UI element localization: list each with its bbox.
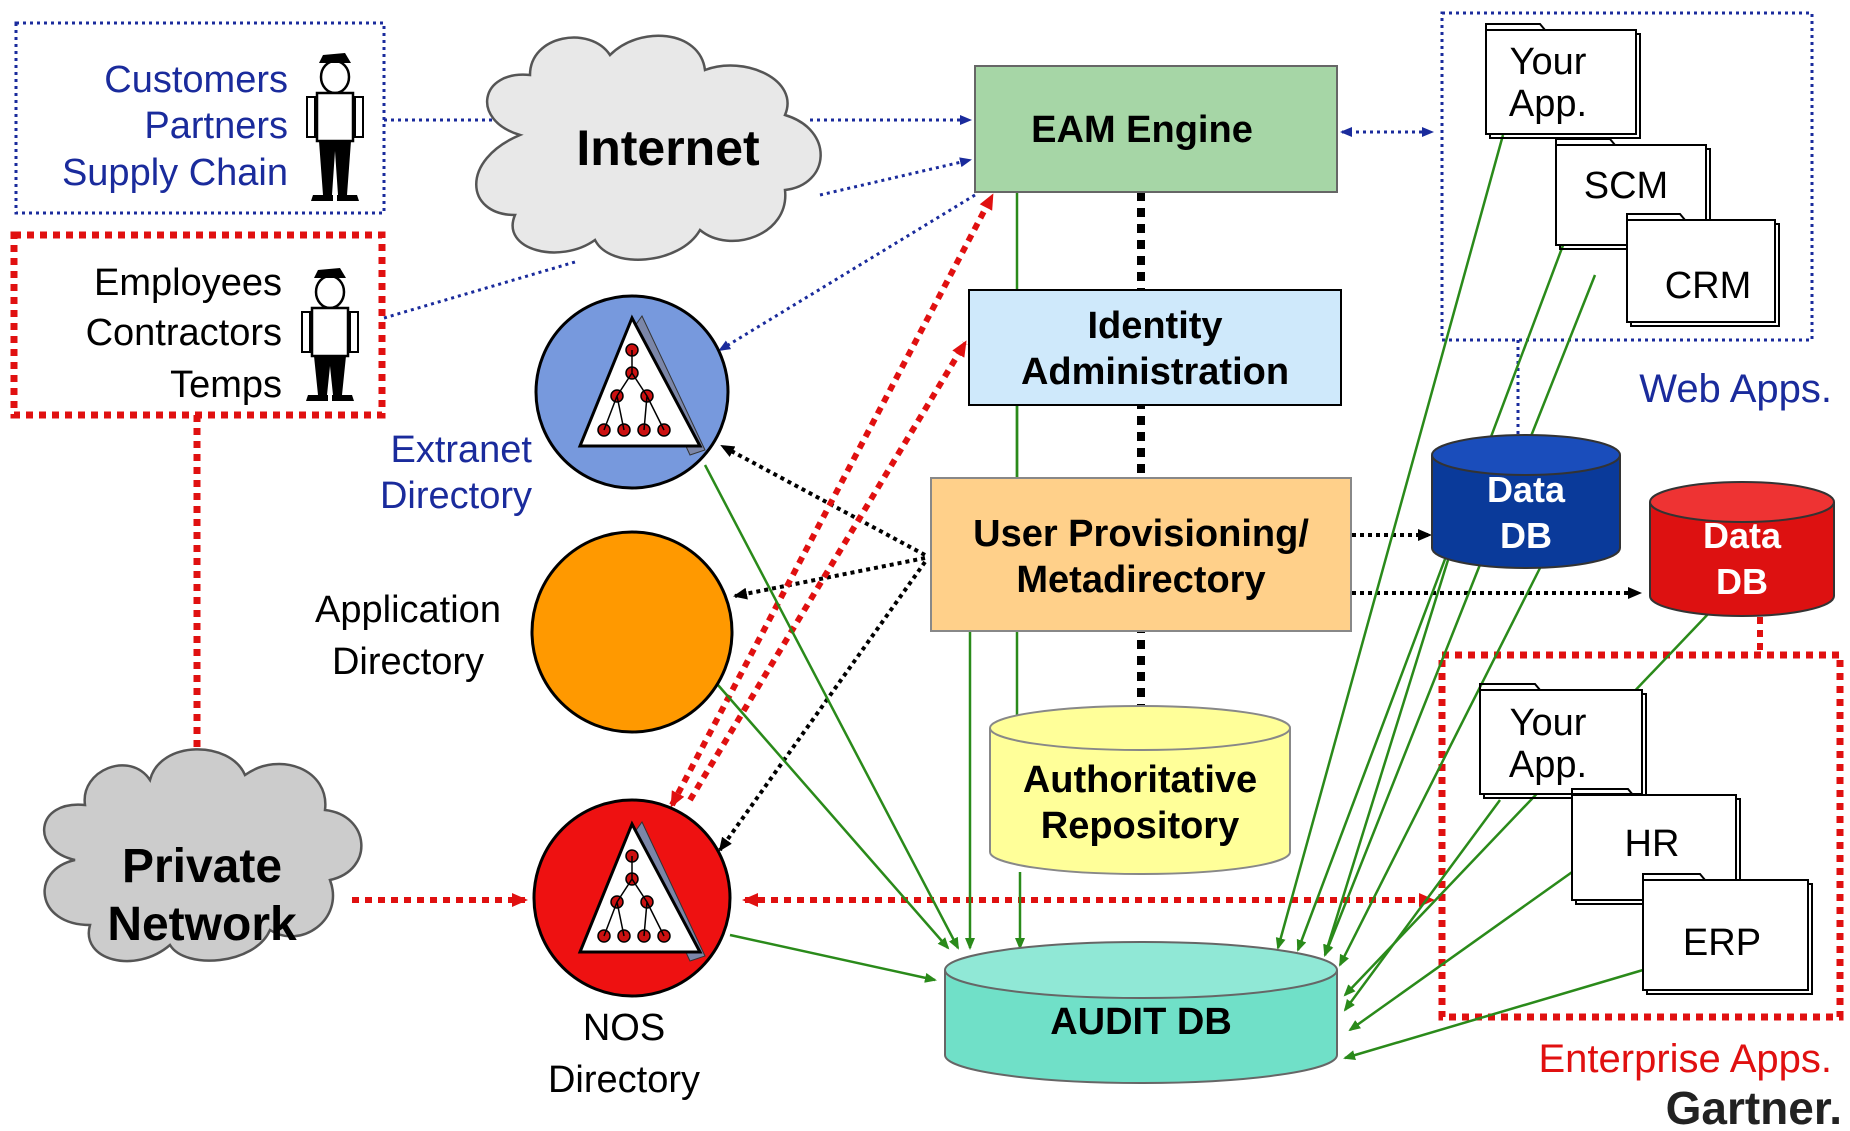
extranet-directory-node [534,294,730,490]
external-users-box [14,21,386,215]
temps-label: Temps [170,364,282,406]
partners-label: Partners [144,105,288,147]
blue-db-label-2: DB [1500,515,1552,556]
edge-extranet-audit [703,464,960,950]
edge-internet-eam-2 [819,157,972,197]
audit-db: AUDIT DB [944,941,1338,1084]
data-db-red: Data DB [1649,481,1835,617]
edge-prov-nos [718,560,927,852]
web-apps-label: Web Apps. [1639,367,1832,411]
person-icon [306,53,364,201]
scm-label: SCM [1584,165,1668,207]
crm-label: CRM [1665,265,1752,307]
enterprise-apps-box [1438,651,1844,1021]
application-directory-label-2: Directory [332,641,484,683]
edge-scm-audit [1296,239,1567,952]
ent-your-app-label-2: App. [1509,744,1587,786]
supply-chain-label: Supply Chain [62,152,288,194]
edge-erp-audit [1343,968,1644,1060]
edge-yourapp-ent-audit [1343,799,1502,1012]
web-your-app-label-1: Your [1510,41,1587,83]
web-your-app-label-2: App. [1509,83,1587,125]
edge-nos-identity [687,340,968,802]
private-network-label-1: Private [122,840,282,893]
edge-yourapp-web-audit [1275,134,1505,950]
hierarchy-icon [577,314,706,456]
eam-engine-box: EAM Engine [974,65,1338,193]
nos-directory-node [532,798,732,998]
blue-db-label-1: Data [1487,469,1566,510]
eam-engine-label: EAM Engine [1031,109,1253,151]
customers-label: Customers [104,59,288,101]
repository-label-1: Authoritative [1023,759,1257,801]
data-db-blue: Data DB [1431,434,1621,569]
edge-internal-internet [383,260,576,320]
user-provisioning-box: User Provisioning/ Metadirectory [930,477,1352,632]
internet-cloud: Internet [475,34,822,261]
contractors-label: Contractors [86,312,282,354]
application-directory-label-1: Application [315,589,501,631]
identity-label-2: Administration [1021,351,1289,393]
provisioning-label-1: User Provisioning/ [973,513,1309,555]
edge-bluedb-audit [1323,559,1450,957]
enterprise-your-app-folder: Your App. [1479,683,1647,799]
edge-bluedb-audit-2 [1338,567,1542,967]
hierarchy-icon [577,820,706,962]
erp-label: ERP [1683,922,1761,964]
repository-label-2: Repository [1041,805,1239,847]
enterprise-erp-folder: ERP [1642,873,1813,995]
extranet-directory-label-1: Extranet [390,429,532,471]
gartner-logo: Gartner. [1666,1082,1842,1131]
edge-appdir-audit [717,684,950,950]
employees-label: Employees [94,262,282,304]
nos-directory-label-2: Directory [548,1059,700,1101]
private-network-label-2: Network [107,898,297,951]
audit-db-label: AUDIT DB [1050,1001,1232,1043]
edge-reddb-audit [1343,611,1711,997]
edge-hr-audit [1348,868,1576,1032]
edge-nos-eam [669,193,995,808]
extranet-directory-label-2: Directory [380,475,532,517]
internet-label: Internet [576,120,760,176]
red-db-label-2: DB [1716,561,1768,602]
edge-nos-audit [729,933,937,983]
edge-crm-audit [1323,274,1597,957]
person-icon [301,268,359,401]
web-app-your-app-folder: Your App. [1485,23,1641,139]
hr-label: HR [1625,823,1680,865]
enterprise-apps-label: Enterprise Apps. [1539,1037,1833,1081]
web-apps-box [1440,11,1814,342]
nos-directory-label-1: NOS [583,1007,665,1049]
identity-administration-box: Identity Administration [968,289,1342,406]
ent-your-app-label-1: Your [1510,702,1587,744]
identity-label-1: Identity [1087,305,1222,347]
application-directory-node [530,530,734,734]
authoritative-repository-db: Authoritative Repository [989,705,1291,875]
private-network-cloud: Private Network [42,748,363,963]
provisioning-label-2: Metadirectory [1016,559,1265,601]
web-app-crm-folder: CRM [1626,213,1780,327]
red-db-label-1: Data [1703,515,1782,556]
